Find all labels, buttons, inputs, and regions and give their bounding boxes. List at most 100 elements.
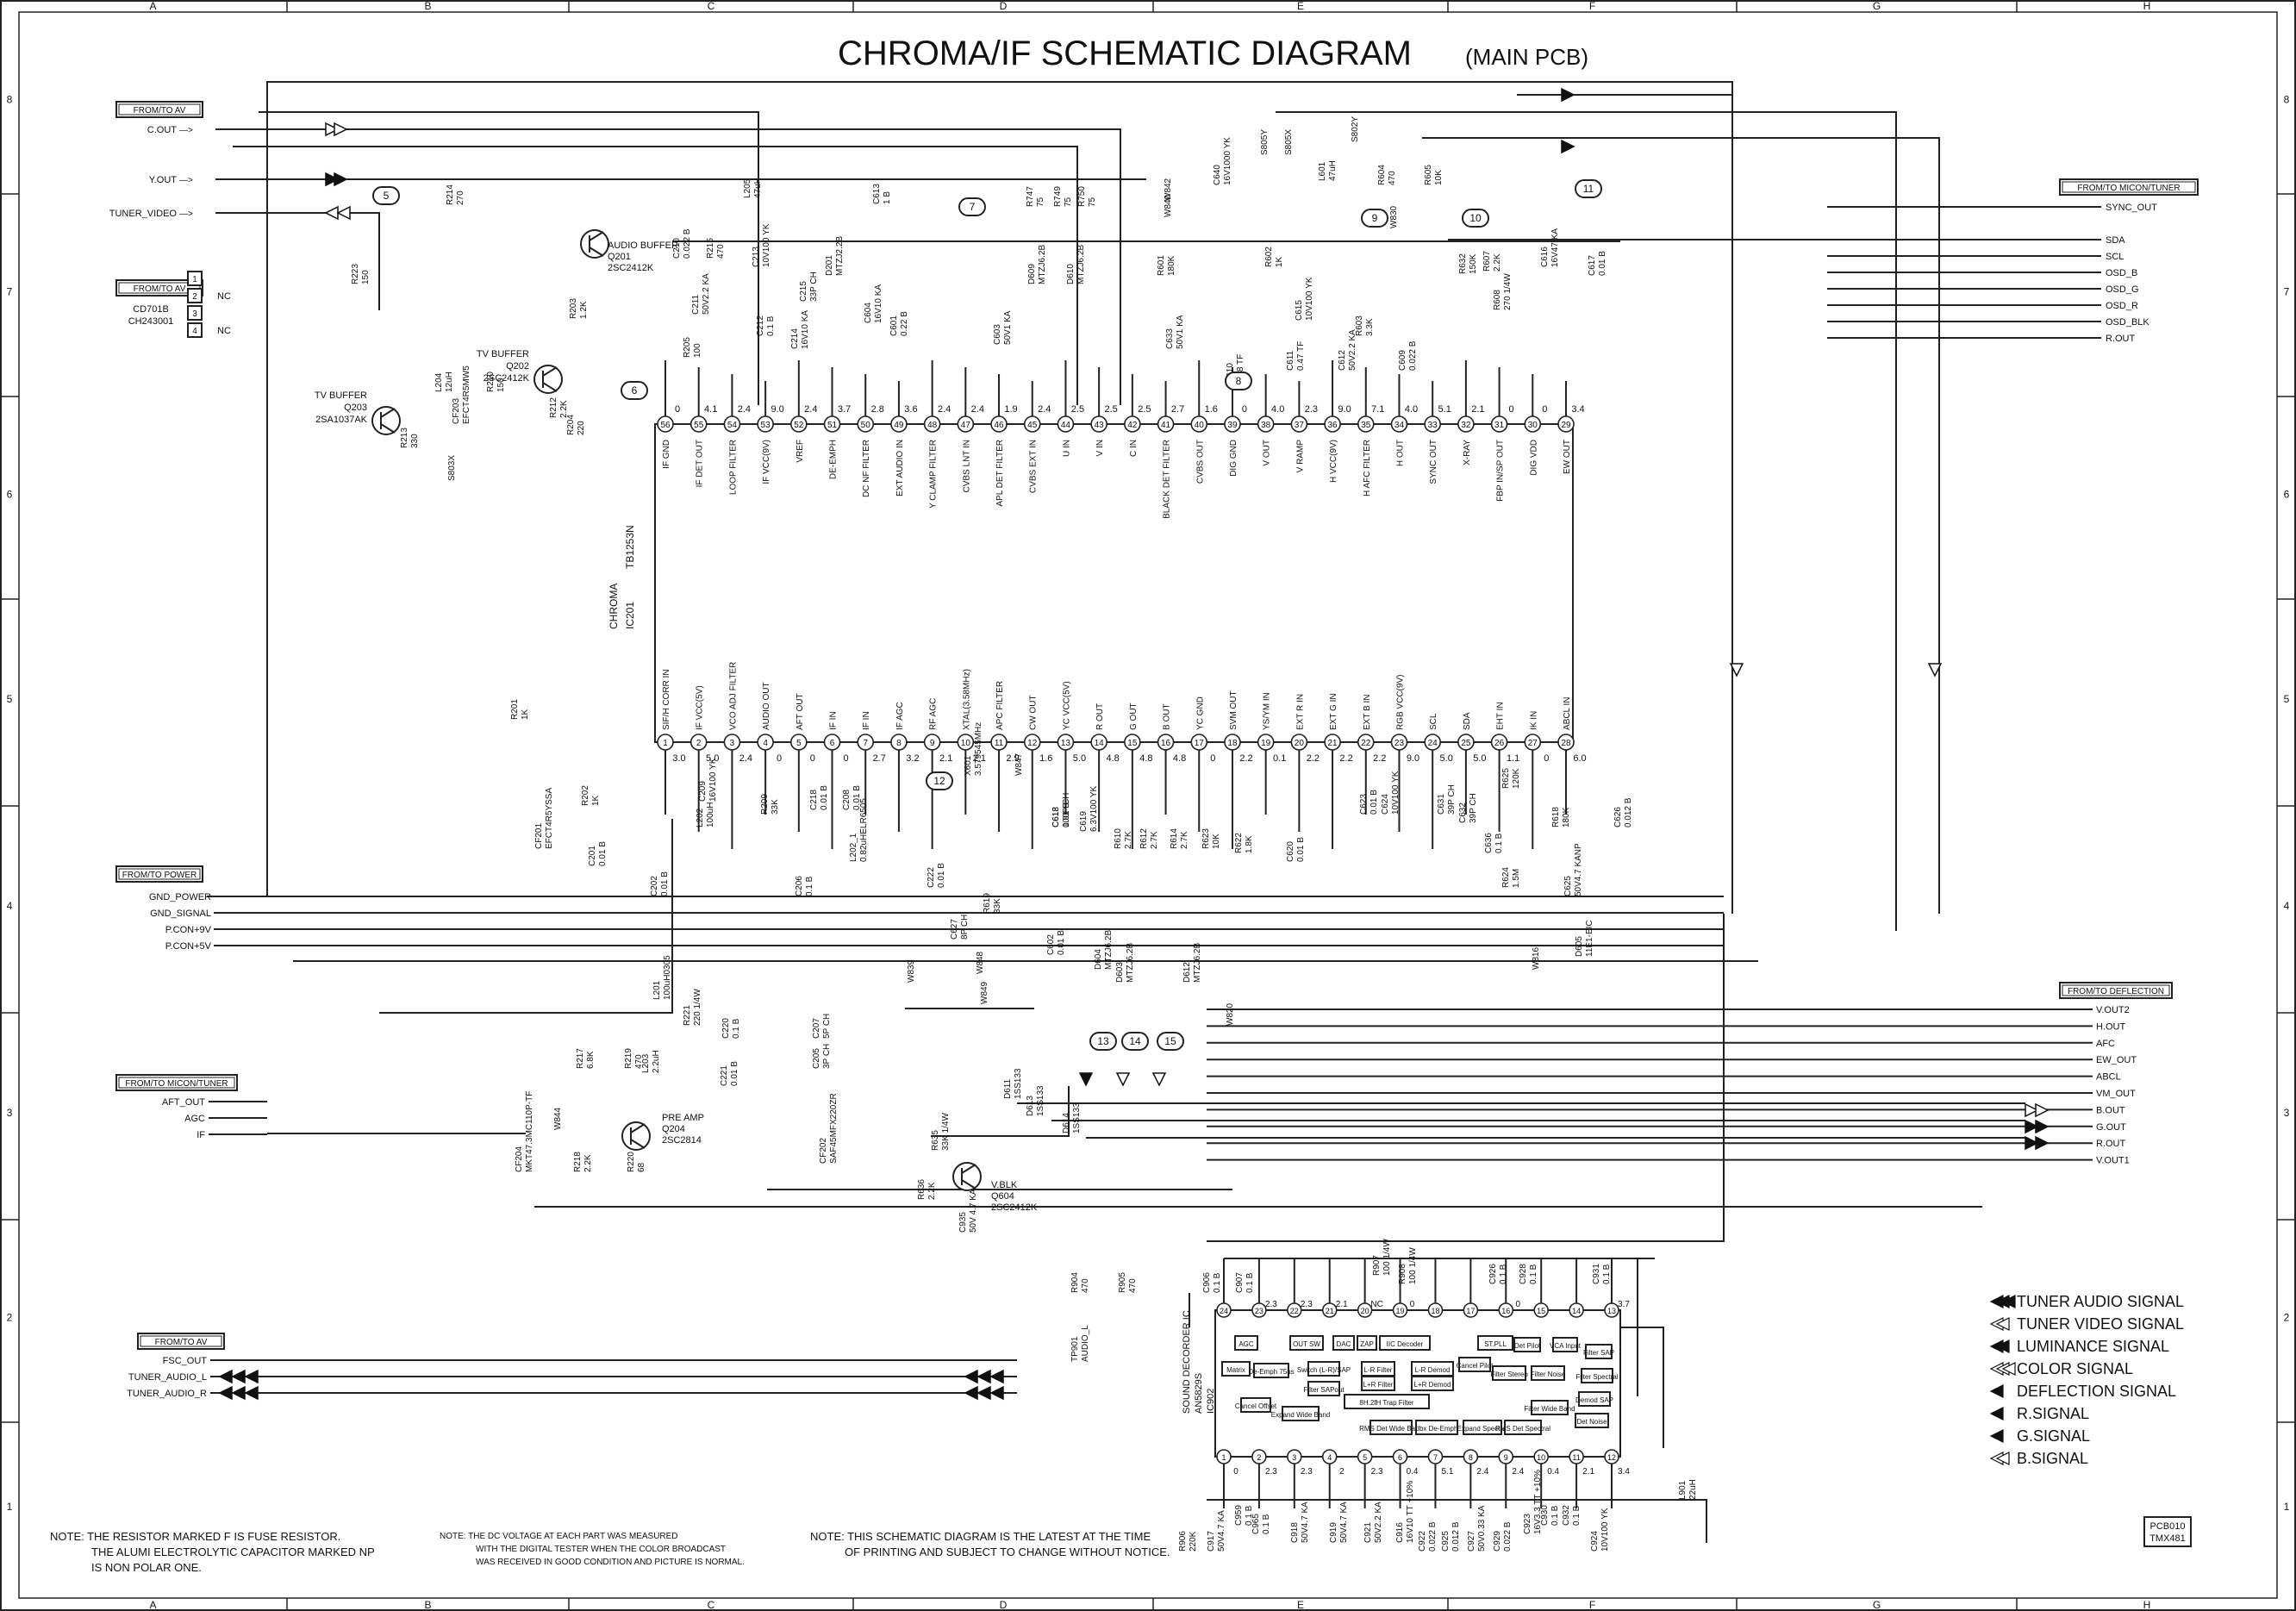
grid-col-label: A [149,0,156,12]
component-ref: R635 [931,1130,940,1151]
reference-tag-label: 9 [1372,212,1378,224]
jack-part: CH243001 [128,316,174,327]
component-ref: C631 [1437,794,1446,815]
component: W840 [1164,194,1173,217]
pin-voltage: 5.0 [1440,753,1453,764]
component-ref: C927 [1467,1531,1476,1552]
component-ref: C624 [1381,794,1390,815]
signal-arrow-icon [964,1369,978,1384]
pin-voltage: 3.6 [904,404,917,415]
pin-label: SYNC OUT [1429,440,1438,484]
pin-number: 12 [1607,1453,1616,1462]
grid-col-label: B [424,0,431,12]
pin-number: 28 [1561,739,1571,748]
component-ref: R749 [1053,186,1063,207]
transistor-symbol [621,1121,651,1151]
pin-voltage: 3.7 [1618,1300,1630,1309]
pin-number: 30 [1528,421,1538,430]
signal-arrow-icon [324,205,339,221]
component-value: 2.7K [1180,831,1189,849]
component-ref: W849 [980,981,989,1004]
component-ref: R608 [1493,290,1502,310]
signal-label: OSD_G [2106,284,2139,295]
signal-arrow-icon [976,1369,991,1384]
pin-voltage: 2.2 [1339,753,1352,764]
transistor-name: TV BUFFER [315,390,367,401]
component-value: 0.1 B [1262,1514,1271,1534]
pin-number: 14 [1572,1307,1581,1315]
component-value: SAF45MFX220ZR [829,1093,839,1164]
sound-ic-block [1234,1335,1258,1351]
sound-ic-block-label: De-Emph 75us [1248,1368,1294,1376]
wire [630,1139,646,1149]
grid-row-label: 8 [2284,94,2290,106]
pin-voltage: 5.1 [1438,404,1451,415]
component: S805Y [1260,129,1270,155]
reference-tag-label: 14 [1129,1035,1141,1047]
reference-tag-label: 6 [632,384,638,397]
pin-label: APL DET FILTER [995,440,1005,507]
pin-voltage: 3.4 [1571,404,1584,415]
pin-voltage: 0 [1210,753,1215,764]
component-value: 0.68 TF [1236,354,1245,384]
component-value: MTZJ6.2B [1126,943,1135,983]
connector-header [2059,982,2173,999]
component-ref: C918 [1290,1522,1300,1543]
pin-voltage: 9.0 [1407,753,1419,764]
pin-number: 22 [1290,1307,1299,1315]
component-value: 220 [577,421,586,435]
component-value: 12uH [445,372,454,392]
pin-number: 47 [961,421,971,430]
pin-number: 52 [794,421,804,430]
legend-b-icon [1995,1452,2010,1465]
component-ref: L901 [1678,1480,1688,1500]
component-value: 0.1 B [1602,1264,1612,1284]
component-value: 0.22 B [900,311,909,336]
component-ref: C215 [799,281,808,302]
sound-ic-name: SOUND DECORDER IC [1182,1310,1192,1414]
reference-tag-label: 13 [1097,1035,1109,1047]
legend-item: R.SIGNAL [1989,1405,2089,1422]
grid-col-label: E [1297,1599,1304,1611]
component-value: 1K [521,709,530,720]
pin-label: H OUT [1395,440,1405,466]
pin-number: 22 [1361,739,1371,748]
component-value: 10V100 YK [762,223,771,267]
component-value: 75 [1036,197,1045,207]
pin-voltage: 0 [810,753,815,764]
component-ref: R625 [1501,768,1511,789]
component-value: 470 [716,244,726,259]
grid-col-label: C [708,0,715,12]
connector-header-label: FROM/TO AV [134,106,186,116]
reference-tag-label: 11 [1583,183,1594,195]
grid-col-label: G [1873,0,1881,12]
pin-voltage: 2.2 [1307,753,1320,764]
pin-label: SDA [1463,712,1472,730]
transistor-name: TV BUFFER [477,349,529,359]
sound-ic-block-label: Cancel Offset [1235,1402,1277,1410]
wire [215,128,1121,405]
grid-row-label: 5 [2284,693,2290,705]
pin-label: EHT IN [1496,702,1506,730]
component-value: 47uH [1328,160,1338,181]
pin-label: H VCC(9V) [1329,440,1338,483]
component-value: 0.022 B [683,228,692,259]
component-value: 16V1000 YK [1223,137,1232,185]
pin-label: CVBS OUT [1195,440,1205,484]
wire [589,231,604,241]
component-ref: C609 [1398,350,1407,371]
